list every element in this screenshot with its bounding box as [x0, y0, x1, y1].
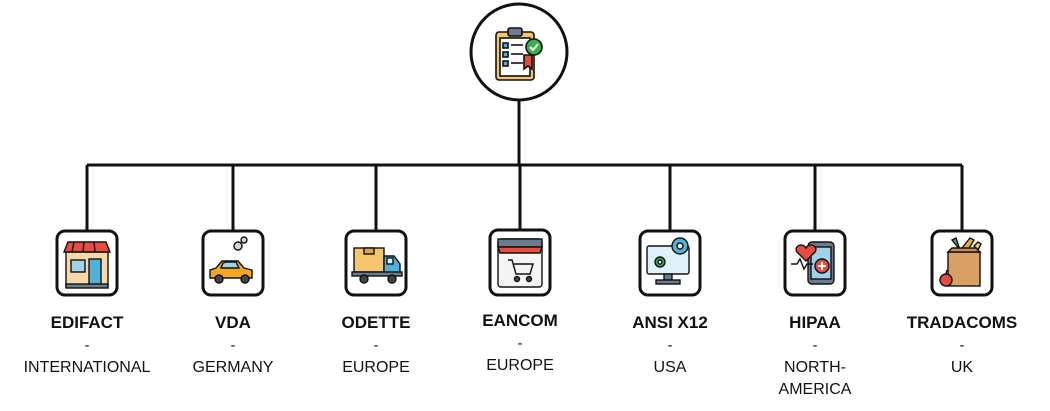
standard-region: GERMANY [192, 359, 274, 376]
health-phone-icon [791, 241, 835, 285]
standard-name: EANCOM [482, 311, 558, 330]
standard-node-hipaa: HIPAA - NORTH- AMERICA [735, 313, 895, 401]
standard-region: UK [950, 359, 974, 376]
separator-dash: - [230, 337, 236, 354]
separator-dash: - [373, 337, 379, 354]
storefront-icon [62, 241, 112, 289]
icon-box-tradacoms [930, 229, 994, 297]
icon-box-ansi-x12 [638, 229, 702, 297]
standard-node-edifact: EDIFACT - INTERNATIONAL [7, 313, 167, 379]
root-node [469, 2, 569, 102]
standard-name: ODETTE [341, 313, 411, 332]
standard-node-vda: VDA - GERMANY [153, 313, 313, 379]
connector-lines [85, 100, 964, 231]
icon-box-eancom [488, 228, 552, 297]
standard-name: HIPAA [789, 313, 841, 332]
icon-box-hipaa [783, 229, 847, 297]
icon-box-vda [201, 229, 265, 297]
standard-region: INTERNATIONAL [23, 359, 151, 376]
computer-settings-icon [646, 237, 690, 285]
standard-node-ansi-x12: ANSI X12 - USA [590, 313, 750, 379]
standard-name: VDA [215, 313, 251, 332]
standard-region: EUROPE [342, 359, 410, 376]
icon-box-odette [344, 229, 408, 297]
standard-name: EDIFACT [50, 313, 124, 332]
standard-region: USA [653, 359, 687, 376]
standard-name: ANSI X12 [632, 313, 708, 332]
standard-name: TRADACOMS [906, 313, 1018, 332]
separator-dash: - [959, 337, 965, 354]
separator-dash: - [812, 337, 818, 354]
separator-dash: - [84, 337, 90, 354]
standard-region: EUROPE [486, 357, 554, 374]
standard-node-tradacoms: TRADACOMS - UK [882, 313, 1042, 379]
icon-box-edifact [55, 229, 119, 297]
clipboard-checklist-icon [495, 27, 543, 81]
separator-dash: - [517, 335, 523, 352]
grocery-bag-icon [939, 237, 982, 287]
standard-node-eancom: EANCOM - EUROPE [440, 311, 600, 377]
online-shop-cart-icon [497, 238, 543, 288]
delivery-truck-icon [351, 247, 403, 284]
separator-dash: - [667, 337, 673, 354]
standard-region: NORTH- AMERICA [778, 359, 852, 398]
car-icon [209, 236, 253, 284]
standard-node-odette: ODETTE - EUROPE [296, 313, 456, 379]
